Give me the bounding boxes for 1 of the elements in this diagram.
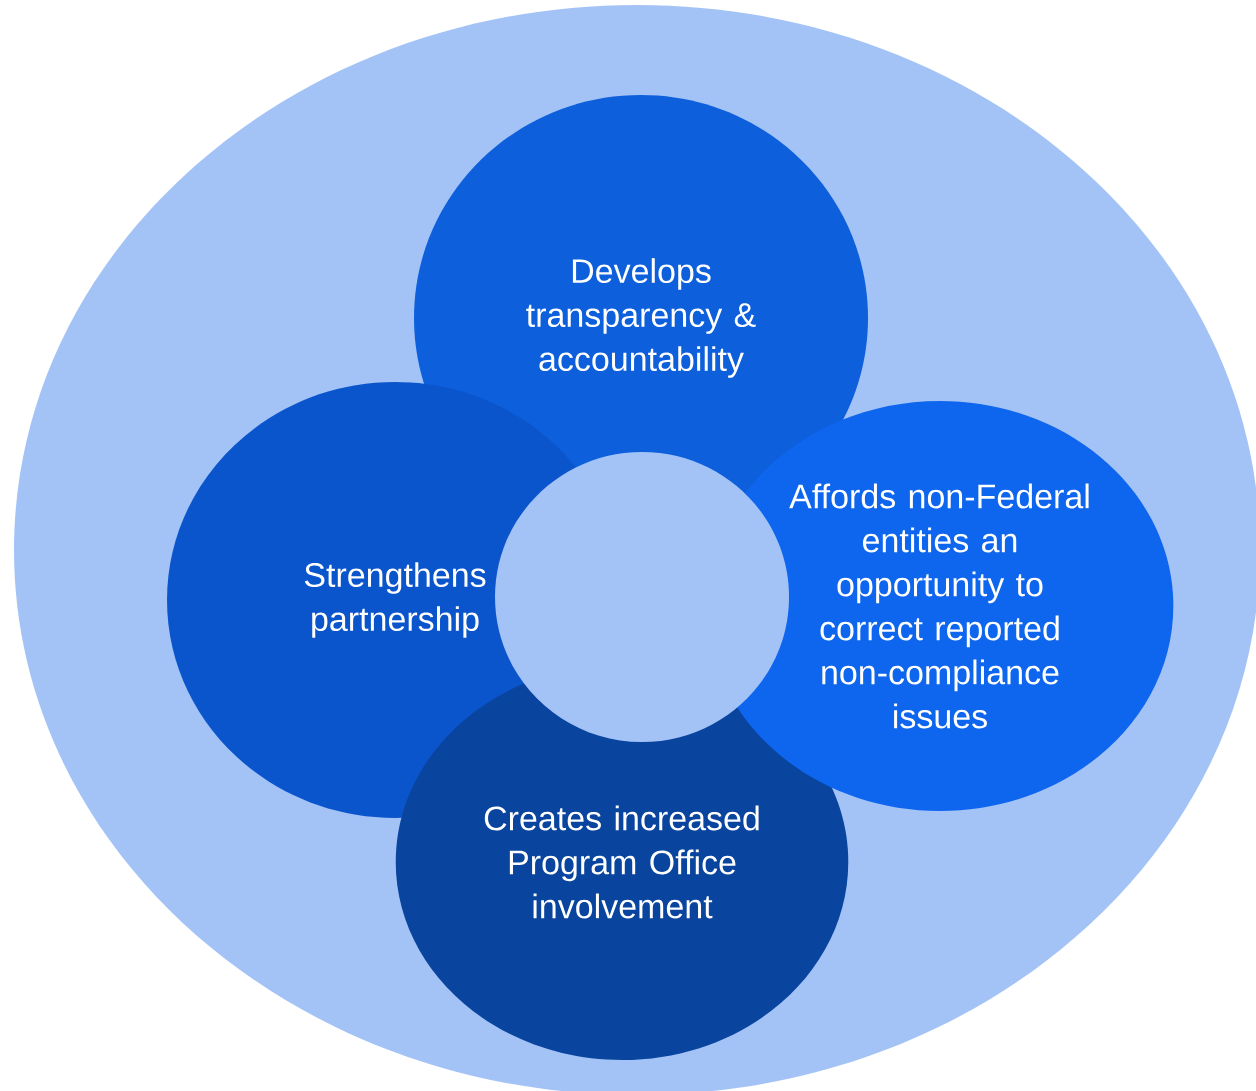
circle bbox=[495, 452, 789, 742]
